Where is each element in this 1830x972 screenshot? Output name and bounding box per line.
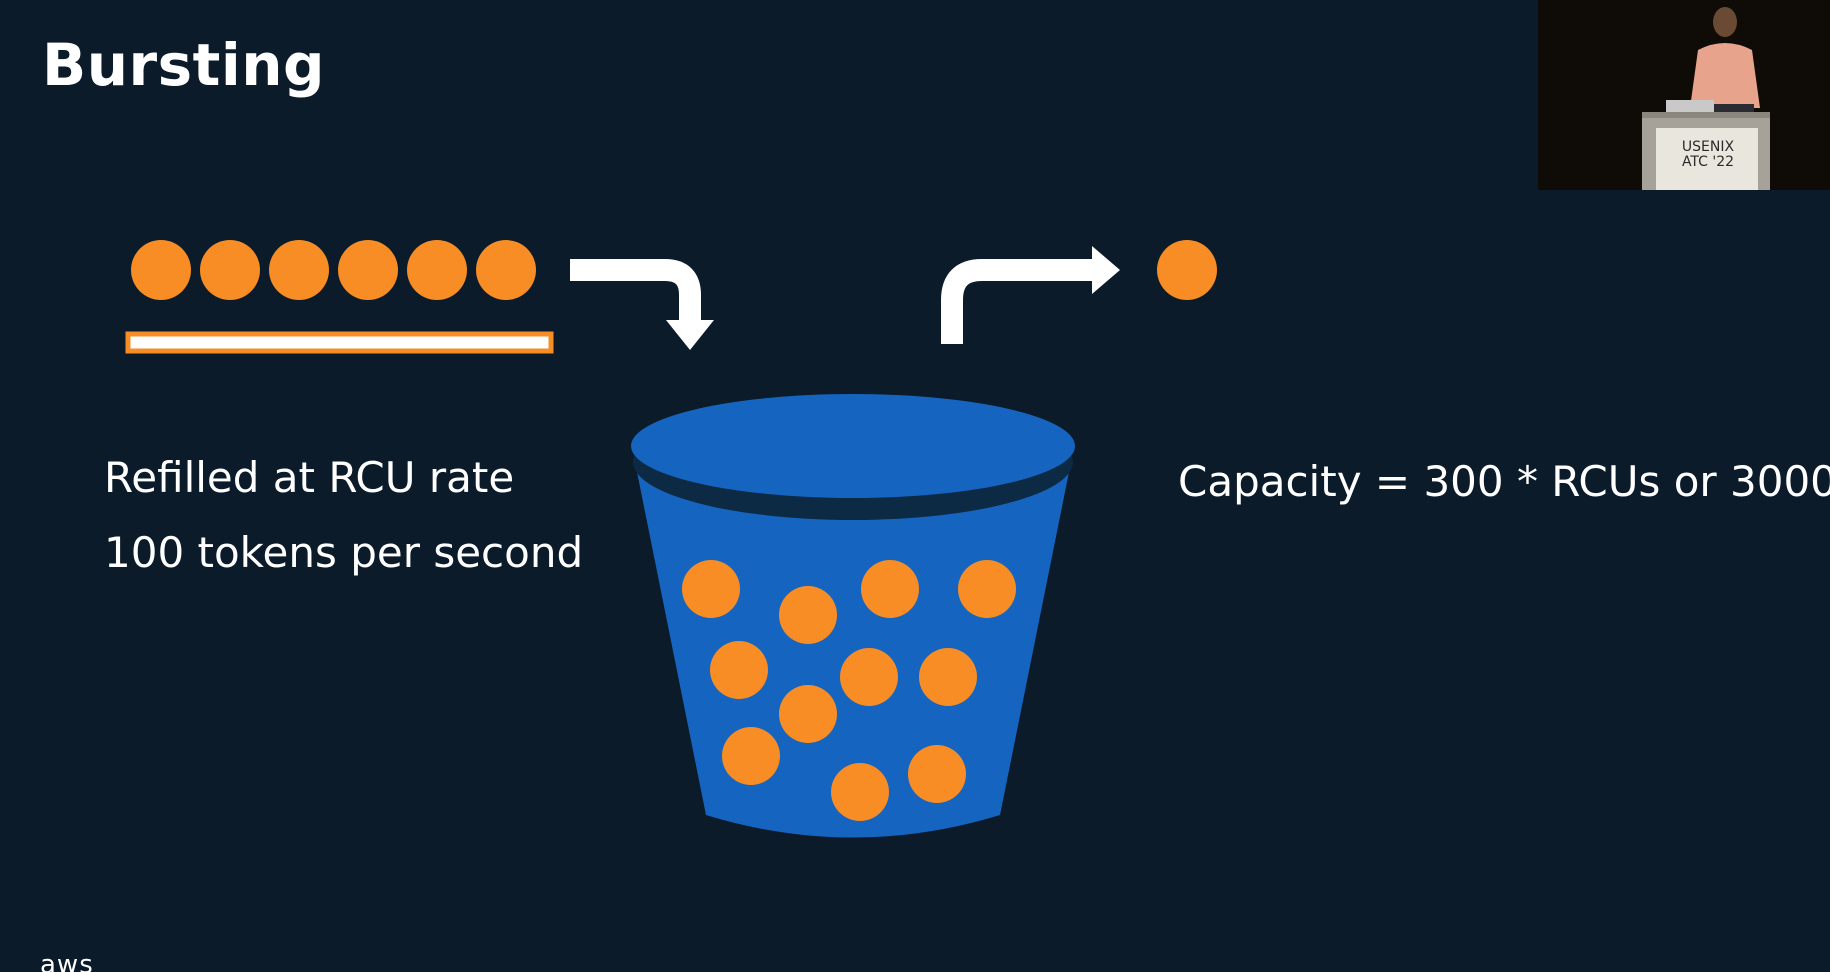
bucket-token — [722, 727, 780, 785]
podium-sign: USENIX ATC '22 — [1658, 140, 1758, 169]
speaker-scene — [1538, 0, 1830, 190]
podium — [1642, 112, 1770, 190]
incoming-token — [131, 240, 191, 300]
incoming-token — [476, 240, 536, 300]
podium-sign-line2: ATC '22 — [1681, 153, 1735, 170]
bucket-token — [958, 560, 1016, 618]
incoming-token — [269, 240, 329, 300]
bucket-token — [710, 641, 768, 699]
bucket-token — [919, 648, 977, 706]
incoming-token — [338, 240, 398, 300]
bucket-token — [831, 763, 889, 821]
capacity-label: Capacity = 300 * RCUs or 3000 — [1178, 457, 1830, 506]
bucket-token — [840, 648, 898, 706]
bucket — [631, 394, 1075, 838]
bucket-token — [779, 685, 837, 743]
refill-rate-label: Refilled at RCU rate — [104, 453, 515, 502]
refill-bar — [125, 331, 554, 354]
speaker-video: USENIX ATC '22 — [1538, 0, 1830, 190]
refill-tokens-label: 100 tokens per second — [104, 528, 584, 577]
bucket-token — [779, 586, 837, 644]
bucket-opening — [631, 394, 1075, 498]
incoming-token — [407, 240, 467, 300]
laptop — [1666, 100, 1714, 114]
arrow-out-of-bucket — [941, 246, 1120, 344]
slide-title: Bursting — [42, 31, 326, 99]
incoming-token-row — [131, 240, 536, 300]
bucket-token — [682, 560, 740, 618]
bucket-token — [861, 560, 919, 618]
aws-logo: aws — [40, 950, 94, 972]
arrow-into-bucket — [570, 259, 714, 350]
podium-sign-line1: USENIX — [1681, 139, 1735, 155]
outgoing-token — [1157, 240, 1217, 300]
bucket-token — [908, 745, 966, 803]
incoming-token — [200, 240, 260, 300]
